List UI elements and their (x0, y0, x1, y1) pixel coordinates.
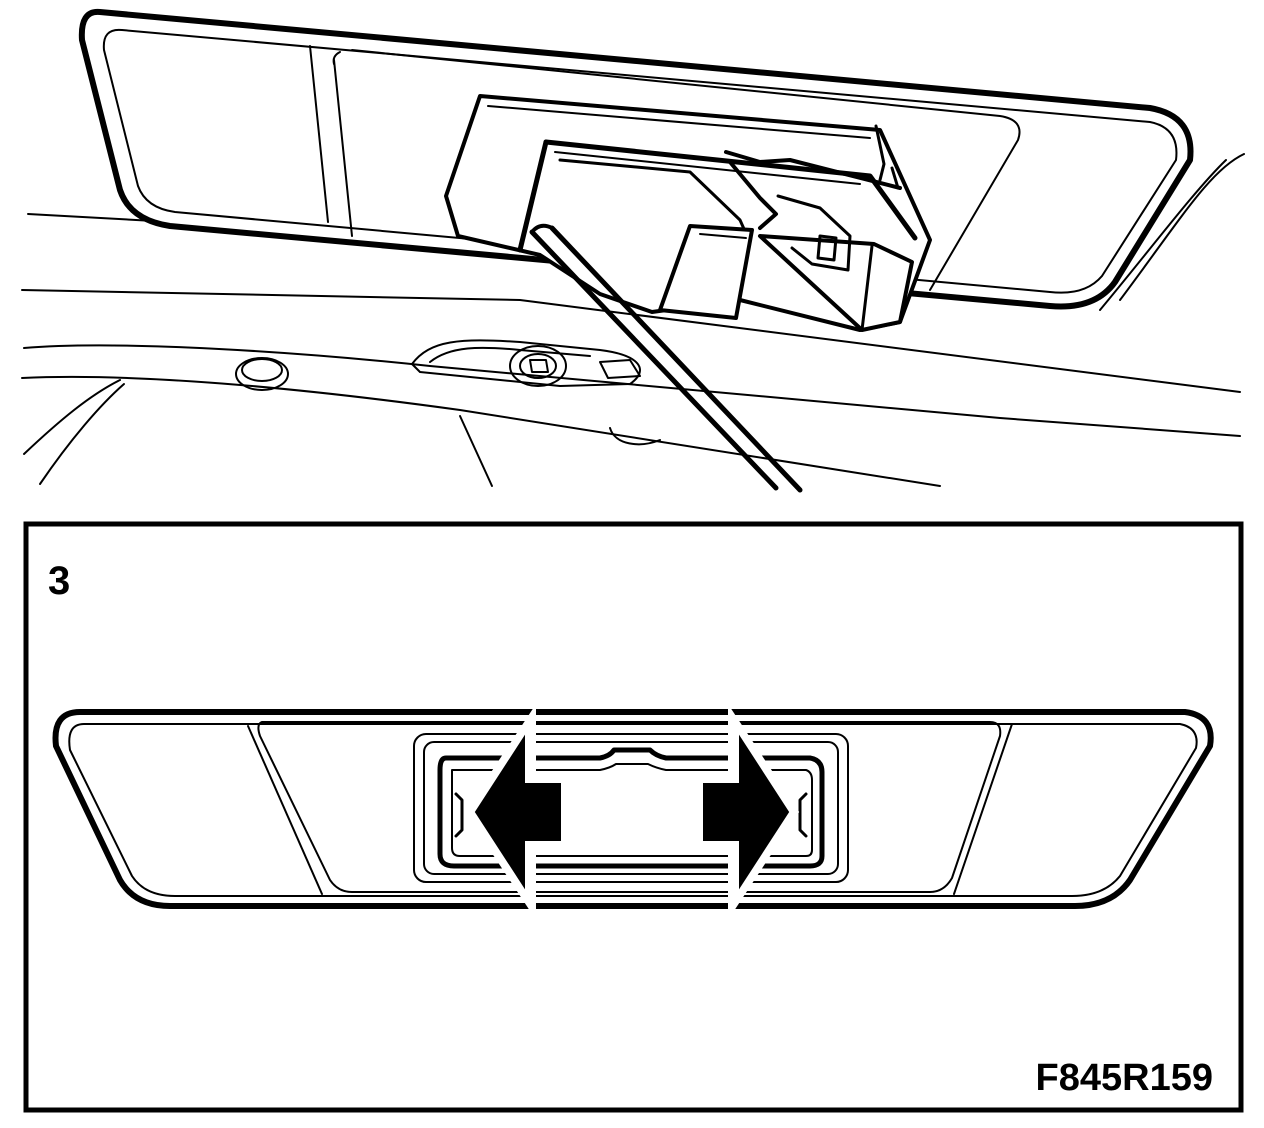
lamp-front-view (52, 709, 1214, 909)
body-panel-lines (21, 153, 1245, 487)
step-number: 3 (48, 559, 70, 603)
arrow-right-icon (692, 703, 800, 921)
figure-code: F845R159 (1036, 1057, 1213, 1099)
lamp-recess (235, 339, 641, 391)
upper-view (21, 8, 1245, 493)
push-arrows (464, 703, 800, 921)
screwdriver (529, 223, 803, 493)
detail-frame (23, 521, 1244, 1113)
screw-head (509, 345, 567, 387)
arrow-left-icon (464, 703, 572, 921)
